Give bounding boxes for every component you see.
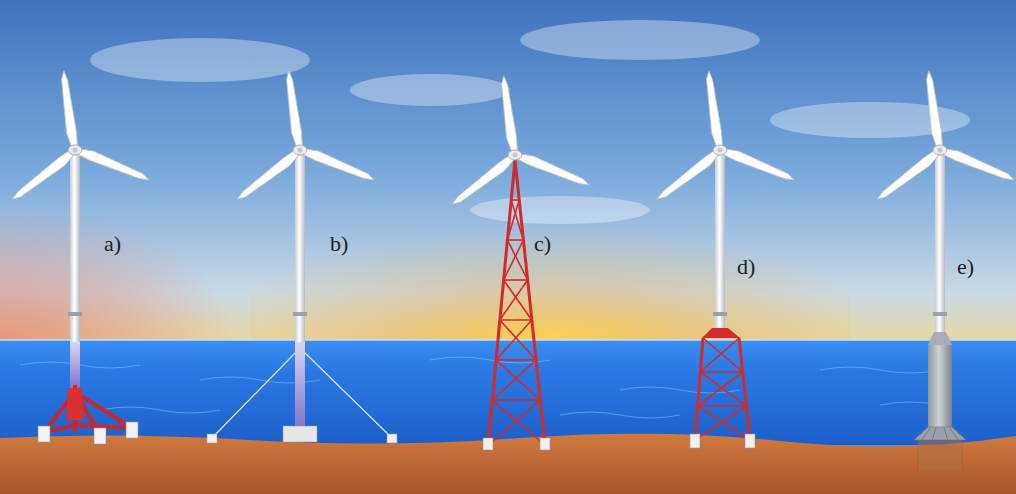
part-label: c) (534, 233, 551, 255)
tripod-turbine (9, 70, 151, 444)
sea (0, 340, 1016, 445)
part-label: b) (330, 233, 348, 255)
seabed (0, 434, 1016, 494)
sky (0, 0, 1016, 345)
sea-ripples (20, 357, 940, 418)
sun-glow (250, 150, 850, 345)
part-label: d) (737, 256, 755, 278)
clouds (90, 20, 970, 224)
jacket-turbine (654, 70, 796, 448)
part-label: a) (104, 233, 121, 255)
sea-surface (0, 339, 1016, 341)
part-label: e) (957, 256, 974, 278)
monopile-turbine (874, 70, 1016, 472)
lattice-turbine (449, 75, 591, 450)
guyed-turbine (207, 70, 397, 443)
sky-glow (0, 170, 300, 345)
